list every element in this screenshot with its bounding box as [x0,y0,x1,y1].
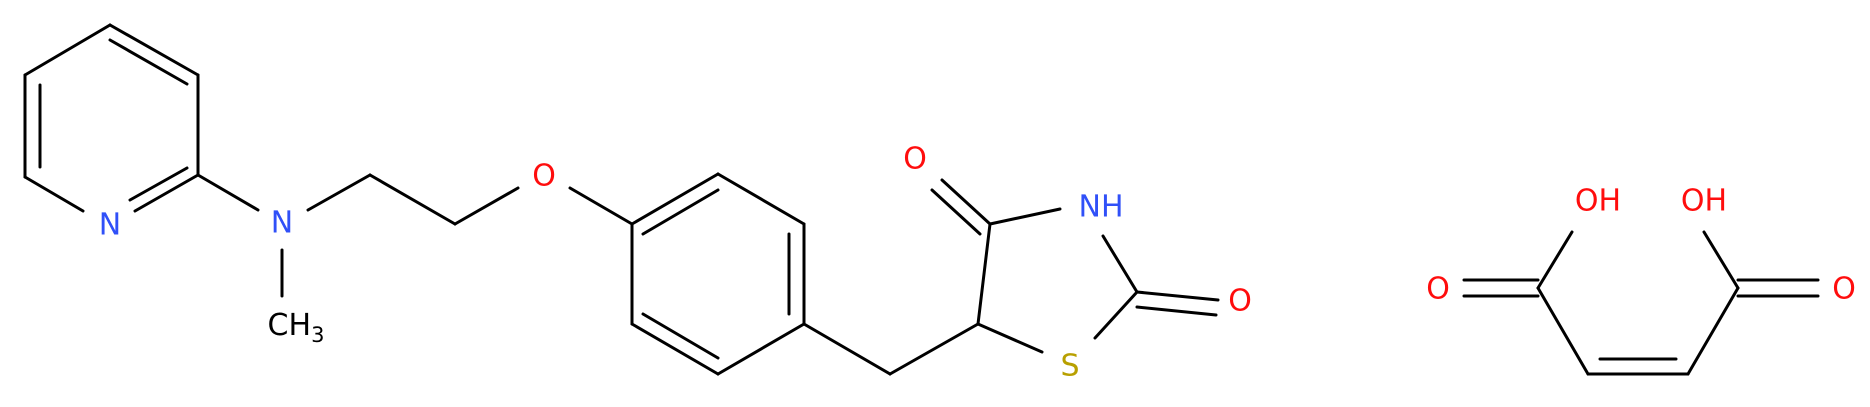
benzene-ring [630,172,806,376]
bond [976,222,992,326]
bond [988,207,1062,226]
bond [108,38,189,86]
hydroxyl-left-label: OH [1575,184,1621,219]
ring-sulfur-label: S [1060,349,1079,384]
thiazolidinedione-ring [976,207,1139,354]
imide-nh-label: NH [1079,190,1124,225]
bond [1093,290,1139,340]
bond [641,312,720,360]
bond [568,186,634,226]
rosiglitazone-structure: N N CH3 O [23,23,1252,384]
bond [716,322,806,376]
bond [1135,305,1218,317]
bond [630,172,720,226]
carbonyl-oxygen-left-label: O [1426,272,1450,307]
amine-nitrogen-label: N [271,206,293,241]
ether-oxygen-label: O [532,159,556,194]
bond [716,172,806,226]
bond [23,175,85,213]
bond [306,173,372,212]
bond [1101,234,1139,294]
bond [128,166,189,202]
pyridine-ring [23,23,200,213]
bond [1536,286,1590,376]
bond [1702,230,1740,290]
bond [23,23,112,77]
bond [453,186,520,226]
bond [1135,290,1220,302]
bond [802,322,892,376]
maleic-acid-structure: OH OH O O [1426,184,1856,376]
bond [930,188,982,236]
carbonyl-oxygen-2-label: O [1228,284,1252,319]
methyl-label: CH3 [268,308,325,348]
bond [940,178,992,226]
bond [1686,286,1740,376]
bond [133,173,200,213]
methyl-text: CH [268,308,312,343]
methyl-subscript: 3 [311,323,324,347]
bond [1536,230,1574,290]
bond [976,322,1044,354]
bond [368,173,457,226]
bond [108,23,200,77]
bond [196,173,260,212]
pyridine-nitrogen-label: N [99,208,121,243]
carbonyl-oxygen-right-label: O [1832,272,1856,307]
bond [888,322,980,376]
hydroxyl-right-label: OH [1681,184,1727,219]
carbonyl-oxygen-4-label: O [903,142,927,177]
bond [641,188,720,236]
bond [630,322,720,376]
